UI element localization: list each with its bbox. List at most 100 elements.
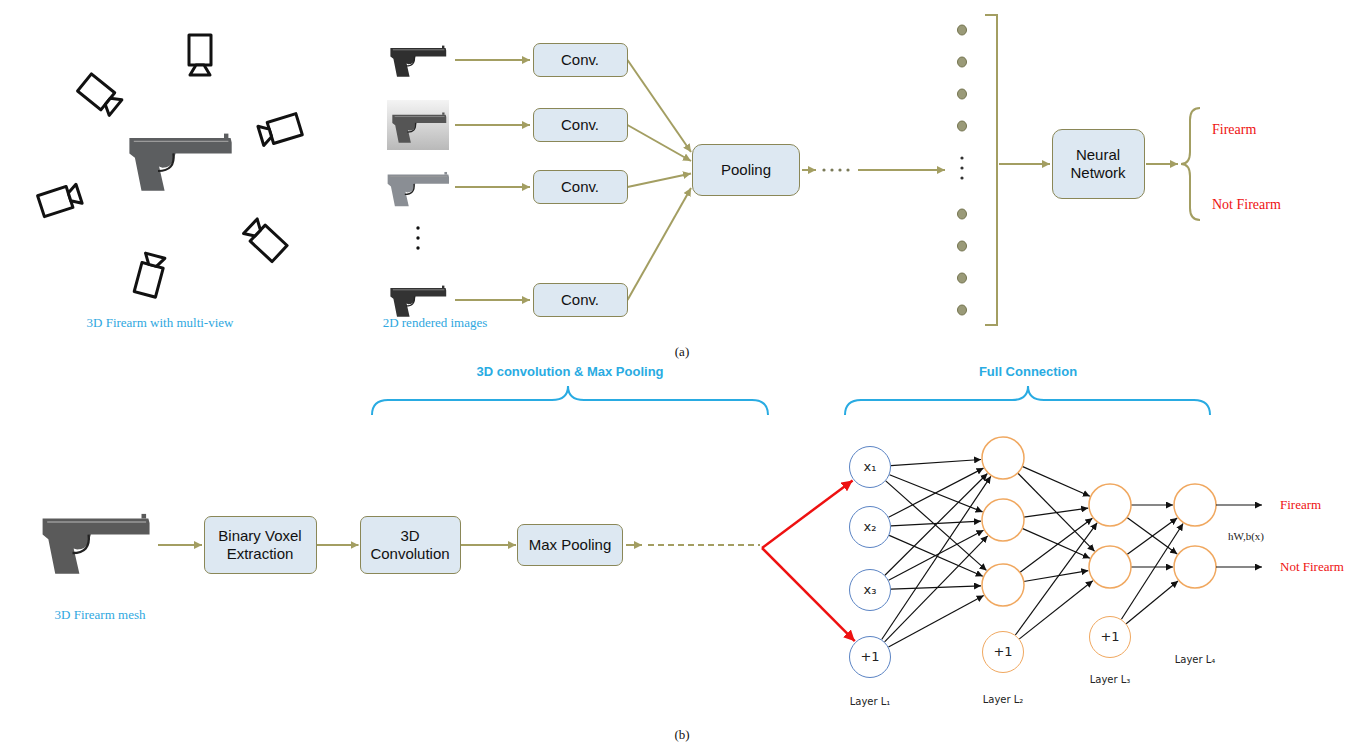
box-label: Pooling — [721, 161, 771, 179]
drawing-part — [858, 169, 945, 171]
weight-line — [886, 481, 987, 571]
drawing-part — [189, 35, 211, 75]
weight-line — [1127, 518, 1177, 555]
pipeline-arrows — [158, 480, 855, 641]
flow-arrow — [317, 544, 359, 546]
view-caption: 3D Firearm mesh — [55, 607, 146, 623]
box-label: Neural Network — [1061, 146, 1136, 182]
output-class: Firearm — [1212, 122, 1256, 139]
weight-line — [1022, 528, 1090, 558]
drawing-part — [958, 209, 967, 219]
output-class: Firearm — [1280, 497, 1321, 513]
input-arrows — [455, 60, 530, 300]
drawing-part — [958, 241, 967, 251]
drawing-part — [387, 100, 449, 150]
neuron-circle: x₃ — [849, 569, 891, 611]
drawing-part — [390, 286, 446, 317]
neuron-circle: +1 — [1089, 616, 1131, 658]
drawing-part — [455, 186, 530, 188]
hidden-neuron — [982, 564, 1024, 606]
drawing-part — [762, 480, 853, 548]
layer-label: Layer L₁ — [850, 696, 891, 708]
group-heading: 3D convolution & Max Pooling — [476, 364, 663, 380]
drawing-part — [958, 57, 967, 67]
hidden-neuron — [1089, 484, 1131, 526]
drawing-part — [626, 544, 642, 546]
neuron-circle: x₁ — [849, 446, 891, 488]
drawing-part — [390, 46, 446, 77]
drawing-part — [78, 74, 123, 116]
neuron-circle: +1 — [982, 631, 1024, 673]
drawing-part — [243, 218, 287, 261]
view-caption: 2D rendered images — [383, 315, 488, 331]
camera-icons — [38, 35, 303, 297]
weight-line — [1131, 504, 1173, 505]
output-function: hW,b(x) — [1228, 530, 1264, 543]
box-label: Max Pooling — [529, 536, 612, 554]
weight-line — [1020, 518, 1093, 572]
drawing-part — [1146, 163, 1178, 165]
drawing-part — [38, 183, 83, 216]
weight-line — [1126, 581, 1178, 624]
weight-line — [885, 536, 988, 642]
process-box: Neural Network — [1052, 129, 1145, 199]
drawing-part — [1181, 108, 1200, 220]
hidden-neuron — [982, 499, 1024, 541]
drawing-part — [958, 25, 967, 35]
flow-arrow — [628, 188, 692, 300]
layer-label: Layer L₃ — [1090, 674, 1131, 686]
weight-line — [1019, 581, 1092, 639]
neuron-label: +1 — [860, 649, 879, 665]
process-box: 3D Convolution — [360, 516, 461, 574]
weight-line — [1131, 566, 1173, 567]
panel-label: (a) — [675, 344, 689, 360]
box-label: Binary Voxel Extraction — [213, 527, 308, 563]
drawing-part — [958, 89, 967, 99]
weight-line — [1024, 508, 1088, 517]
weight-line — [1018, 473, 1095, 551]
process-box: Pooling — [692, 144, 800, 196]
drawing-part — [958, 121, 967, 131]
drawing-part — [416, 236, 419, 239]
layer-label: Layer L₄ — [1175, 654, 1216, 666]
weight-line — [1127, 517, 1177, 554]
drawing-part — [960, 166, 963, 169]
hidden-neuron — [1089, 546, 1131, 588]
feature-vector — [802, 15, 1200, 325]
weight-line — [882, 476, 991, 639]
drawing-part — [830, 168, 833, 171]
drawing-part — [958, 305, 967, 315]
layer-label: Layer L₂ — [983, 694, 1024, 706]
drawing-part — [960, 156, 963, 159]
drawing-part — [455, 124, 530, 126]
weight-line — [1022, 466, 1090, 496]
flow-arrow — [628, 173, 692, 187]
drawing-part — [960, 176, 963, 179]
process-box: Conv. — [533, 170, 628, 204]
drawing-part — [455, 299, 530, 301]
firearm-3d — [129, 134, 231, 191]
drawing-part — [822, 168, 825, 171]
drawing-part — [134, 253, 166, 297]
view-caption: 3D Firearm with multi-view — [87, 315, 234, 331]
flow-arrow — [461, 544, 517, 546]
weight-line — [1015, 523, 1097, 635]
hidden-neuron — [982, 437, 1024, 479]
drawing-part — [999, 163, 1050, 165]
drawing-part — [958, 273, 967, 283]
box-label: Conv. — [561, 291, 599, 309]
weight-line — [889, 468, 984, 517]
group-braces — [372, 386, 1210, 415]
box-label: Conv. — [561, 178, 599, 196]
hidden-neuron — [1174, 484, 1216, 526]
weight-line — [885, 474, 988, 576]
firearm-mesh — [43, 514, 150, 574]
network-weights — [882, 437, 1262, 647]
process-box: Conv. — [533, 108, 628, 142]
process-box: Max Pooling — [517, 524, 623, 566]
flow-arrow — [628, 125, 692, 161]
neuron-label: x₂ — [864, 519, 877, 535]
